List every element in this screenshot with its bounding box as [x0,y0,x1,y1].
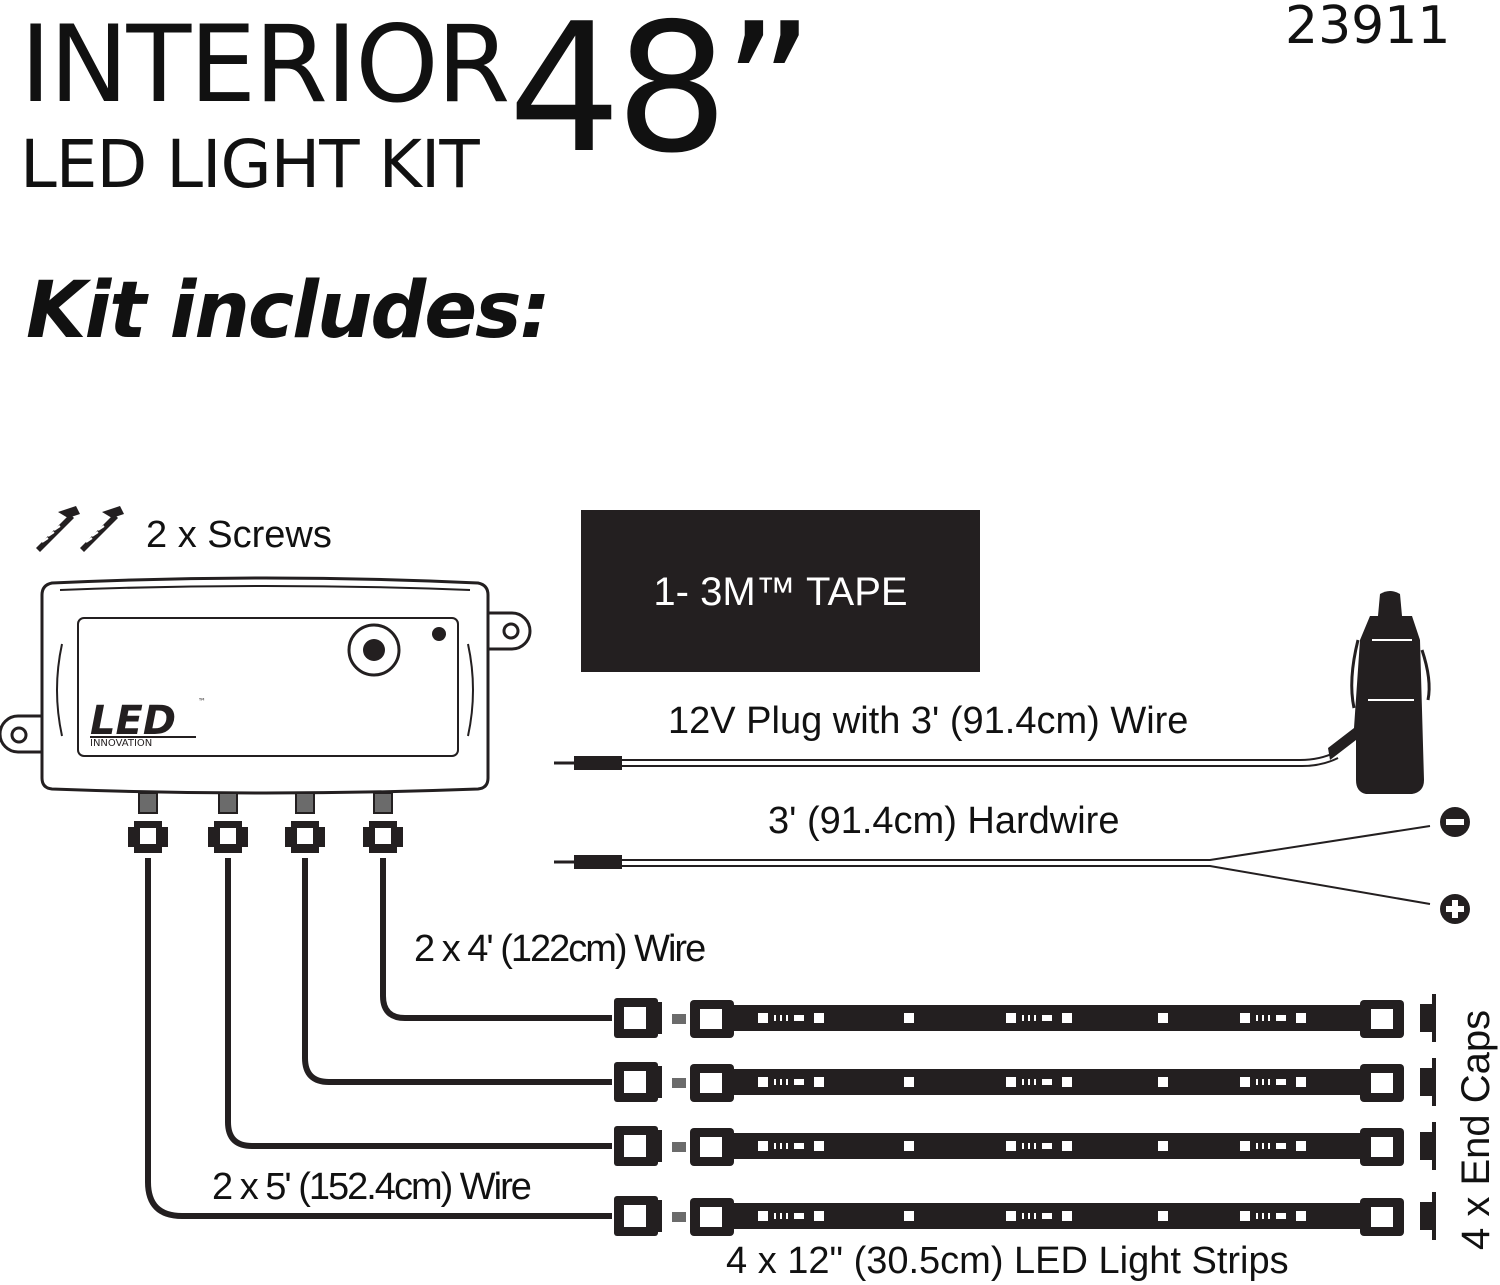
extension-wires [145,858,612,1219]
title-led-light-kit: LED LIGHT KIT [20,126,480,203]
screws-label: 2 x Screws [146,514,332,556]
led-strip-3 [613,1122,1436,1170]
led-strips [613,994,1436,1240]
wire-5ft-label: 2 x 5' (152.4cm) Wire [212,1166,532,1208]
screw-icon [35,505,125,553]
control-box: LED INNOVATION ™ [0,576,532,854]
plug-wire [554,751,1339,770]
led-strips-label: 4 x 12" (30.5cm) LED Light Strips [726,1240,1289,1282]
kit-includes-heading: Kit includes: [26,266,551,356]
title-interior: INTERIOR [20,3,510,126]
box-output-connectors [127,792,404,854]
positive-terminal-icon [1440,894,1470,924]
led-strip-4 [613,1192,1436,1240]
brand-logo-sub: INNOVATION [90,738,152,749]
hardwire-label: 3' (91.4cm) Hardwire [768,800,1120,842]
led-strip-2 [613,1058,1436,1106]
led-strip-1 [613,994,1436,1042]
tape-box: 1- 3M™ TAPE [581,510,980,672]
wire-4ft-label: 2 x 4' (122cm) Wire [414,928,706,970]
brand-logo-tm: ™ [198,697,206,706]
end-caps-label: 4 x End Caps [1454,1009,1498,1250]
cigarette-plug-icon [1328,591,1431,794]
tape-label: 1- 3M™ TAPE [653,570,908,614]
part-number: 23911 [1285,0,1451,56]
plug-wire-label: 12V Plug with 3' (91.4cm) Wire [668,700,1189,742]
title-size: 48” [508,0,815,192]
negative-terminal-icon [1440,807,1470,837]
hardwire [554,825,1431,905]
